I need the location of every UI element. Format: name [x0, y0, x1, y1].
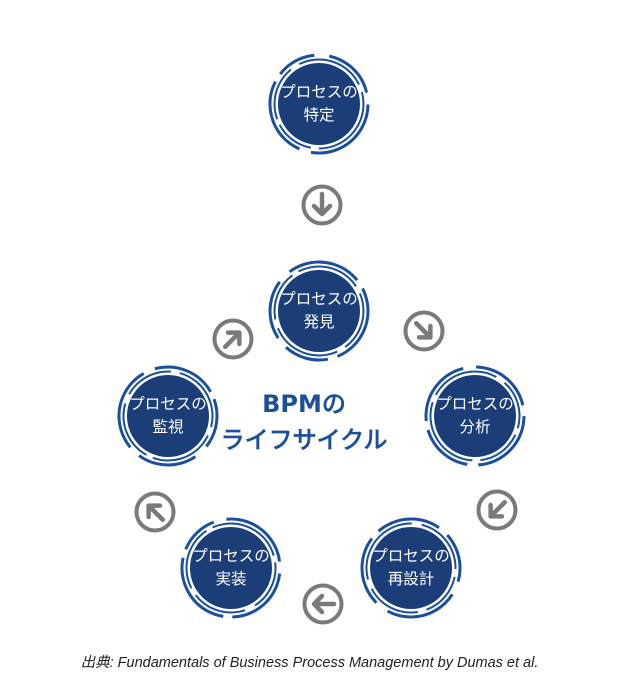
- node-ring-icon: [117, 365, 219, 467]
- node-label: プロセスの 発見: [280, 288, 358, 334]
- node-label-line2: 発見: [303, 313, 335, 331]
- node-ring-icon: [360, 517, 462, 619]
- arrow-left-icon: [302, 583, 344, 625]
- node-label-line1: プロセスの: [129, 395, 207, 413]
- node-label-line1: プロセスの: [280, 290, 358, 308]
- node-label-line2: 監視: [152, 418, 184, 436]
- arrow-up-left-icon: [134, 491, 176, 533]
- lifecycle-title-line1: BPMの: [262, 390, 346, 418]
- node-label: プロセスの 実装: [192, 545, 270, 591]
- source-caption: 出典: Fundamentals of Business Process Man…: [80, 655, 539, 671]
- node-label-line1: プロセスの: [280, 83, 358, 101]
- node-label: プロセスの 特定: [280, 81, 358, 127]
- node-ring-icon: [424, 365, 526, 467]
- node-label-line2: 再設計: [387, 570, 435, 588]
- arrow-up-right-icon: [212, 318, 254, 360]
- node-process-analysis: プロセスの 分析: [421, 362, 529, 470]
- node-process-monitoring: プロセスの 監視: [114, 362, 222, 470]
- lifecycle-title: BPMの ライフサイクル: [221, 386, 388, 458]
- node-process-identification: プロセスの 特定: [265, 50, 373, 158]
- node-process-implementation: プロセスの 実装: [177, 514, 285, 622]
- node-ring-icon: [268, 53, 370, 155]
- node-process-discovery: プロセスの 発見: [265, 257, 373, 365]
- node-label-line2: 特定: [303, 106, 335, 124]
- node-label-line1: プロセスの: [372, 547, 450, 565]
- node-label-line1: プロセスの: [436, 395, 514, 413]
- lifecycle-title-line2: ライフサイクル: [220, 426, 388, 454]
- node-label-line2: 実装: [215, 570, 247, 588]
- arrow-down-left-icon: [476, 489, 518, 531]
- bpm-lifecycle-diagram: プロセスの 特定 プロセスの 発見 プロセスの 分析: [114, 50, 529, 625]
- arrow-down-right-icon: [403, 310, 445, 352]
- node-ring-icon: [180, 517, 282, 619]
- node-label-line2: 分析: [459, 418, 491, 436]
- node-ring-icon: [268, 260, 370, 362]
- arrow-down-icon: [301, 184, 343, 226]
- node-process-redesign: プロセスの 再設計: [357, 514, 465, 622]
- node-label: プロセスの 分析: [436, 393, 514, 439]
- node-label: プロセスの 再設計: [372, 545, 450, 591]
- node-label: プロセスの 監視: [129, 393, 207, 439]
- node-label-line1: プロセスの: [192, 547, 270, 565]
